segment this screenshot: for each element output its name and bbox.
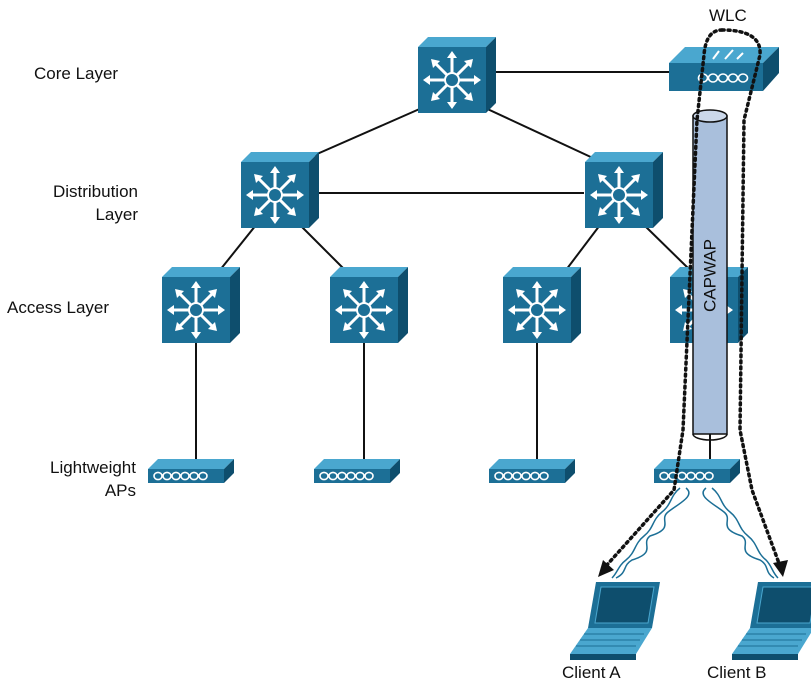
laptop-client-b-icon xyxy=(731,581,811,661)
distribution-right-to-access-4-link xyxy=(643,224,691,271)
client-a-traffic-path xyxy=(604,28,724,568)
access-layer-label: Access Layer xyxy=(7,298,110,317)
arrow-head-client-b-icon xyxy=(773,560,788,577)
distribution-layer-label-line2: Layer xyxy=(95,205,138,224)
wlc-icon xyxy=(669,47,779,91)
access-switch-1-icon xyxy=(160,265,242,345)
capwap-tunnel-label: CAPWAP xyxy=(700,238,720,313)
client-b-traffic-path xyxy=(720,28,782,568)
distribution-left-to-access-2-link xyxy=(299,224,346,271)
capwap-tunnel-icon xyxy=(692,109,728,459)
traffic-path xyxy=(604,28,782,568)
lightweight-aps-label-line2: APs xyxy=(104,481,136,500)
distribution-layer-label-line1: Distribution xyxy=(52,182,138,201)
laptop-client-a-icon xyxy=(569,581,661,661)
distribution-left-to-access-1-link xyxy=(219,224,257,271)
access-point-4-icon xyxy=(653,458,741,484)
access-switch-2-icon xyxy=(328,265,410,345)
access-point-1-icon xyxy=(147,458,235,484)
core-switch-icon xyxy=(416,35,498,115)
access-point-2-icon xyxy=(313,458,401,484)
distribution-switch-left-icon xyxy=(239,150,321,230)
distribution-right-to-access-3-link xyxy=(565,224,601,271)
wireless-signal-left-icon xyxy=(611,487,690,579)
distribution-switch-right-icon xyxy=(583,150,665,230)
lightweight-aps-label-line1: Lightweight xyxy=(49,458,136,477)
access-point-3-icon xyxy=(488,458,576,484)
core-layer-label: Core Layer xyxy=(34,64,119,83)
network-links xyxy=(195,71,711,459)
access-switch-3-icon xyxy=(501,265,583,345)
client-b-label: Client B xyxy=(707,663,767,682)
wlc-label: WLC xyxy=(709,6,747,25)
arrow-head-client-a-icon xyxy=(598,560,614,577)
client-a-label: Client A xyxy=(562,663,621,682)
core-to-distribution-right-link xyxy=(467,99,609,166)
wireless-signal-right-icon xyxy=(702,487,779,579)
